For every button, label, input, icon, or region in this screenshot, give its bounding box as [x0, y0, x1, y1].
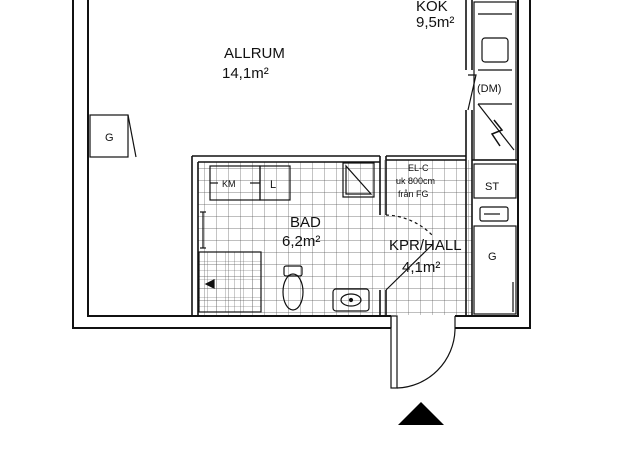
note-line-2: uk 800cm	[396, 176, 435, 186]
hall-washbasin-icon	[479, 206, 509, 222]
st-cabinet	[473, 163, 517, 199]
hall-fixtures	[473, 163, 517, 315]
bad-area: 6,2m²	[282, 233, 320, 250]
north-arrow-icon	[398, 402, 444, 425]
shower-icon	[198, 251, 262, 313]
kitchen-sink-icon	[481, 37, 509, 63]
toilet-icon	[282, 265, 304, 311]
st-label: ST	[485, 181, 499, 193]
kitchen-counter	[473, 1, 517, 161]
g-wardrobe	[473, 225, 517, 315]
l-box	[259, 165, 291, 201]
g-hall-label: G	[488, 251, 497, 263]
bathroom-fixtures	[198, 162, 375, 313]
bad-name: BAD	[290, 214, 321, 231]
kok-area: 9,5m²	[416, 14, 454, 31]
washbasin-icon	[332, 288, 370, 312]
l-label: L	[270, 179, 276, 191]
shower-tile-floor	[199, 252, 261, 312]
hall-name: KPR/HALL	[389, 237, 462, 254]
kok-name: KÖK	[416, 0, 448, 15]
bathroom-walls	[191, 155, 387, 316]
g-allrum-label: G	[105, 132, 114, 144]
hall-tile-floor	[380, 160, 472, 315]
allrum-wardrobe	[89, 114, 137, 158]
door-swing-icon	[385, 74, 477, 389]
allrum-area: 14,1m²	[222, 65, 269, 82]
storage-triangle-box	[342, 162, 375, 198]
allrum-name: ALLRUM	[224, 45, 285, 62]
note-line-3: från FG	[398, 189, 429, 199]
km-label: KM	[222, 179, 236, 189]
hall-area: 4,1m²	[402, 259, 440, 276]
note-line-1: EL-C	[408, 163, 429, 173]
dm-label: (DM)	[477, 83, 501, 95]
exterior-walls	[72, 0, 531, 329]
